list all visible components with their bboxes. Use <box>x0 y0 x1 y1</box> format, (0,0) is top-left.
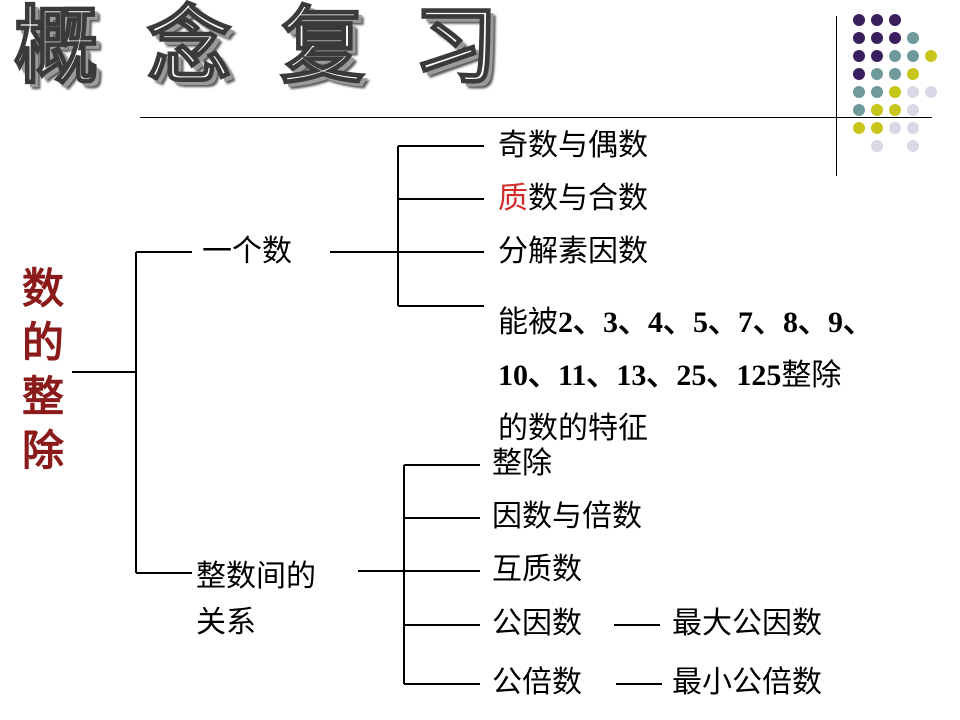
node-common-multiple: 公倍数 <box>492 665 582 700</box>
decorative-dot <box>889 32 901 44</box>
decorative-dot <box>907 68 919 80</box>
rule-line-1: 能被2、3、4、5、7、8、9、 <box>498 305 873 340</box>
root-char: 数 <box>21 264 64 313</box>
node-prime-factorization: 分解素因数 <box>498 234 648 269</box>
decorative-dot <box>871 50 883 62</box>
decorative-dot <box>907 122 919 134</box>
decorative-dot <box>889 50 901 62</box>
node-gcf: 最大公因数 <box>672 606 822 641</box>
node-common-factor: 公因数 <box>492 606 582 641</box>
node-text: 数与合数 <box>528 181 648 216</box>
decorative-dot <box>853 104 865 116</box>
decorative-dot <box>871 104 883 116</box>
decorative-dot <box>889 86 901 98</box>
decorative-dot <box>889 122 901 134</box>
node-coprime: 互质数 <box>492 552 582 587</box>
decorative-dot <box>871 122 883 134</box>
node-odd-even: 奇数与偶数 <box>498 128 648 163</box>
branch-single-number: 一个数 <box>202 234 292 269</box>
decorative-dot <box>853 50 865 62</box>
slide-title: 概 念 复 习 <box>13 0 508 95</box>
decorative-dot <box>925 86 937 98</box>
decorative-dot <box>871 68 883 80</box>
title-underline <box>140 117 932 118</box>
node-factor-multiple: 因数与倍数 <box>492 499 642 534</box>
decorative-dot <box>907 50 919 62</box>
decorative-dot <box>889 14 901 26</box>
decorative-dot <box>871 14 883 26</box>
node-divisibility-rules: 能被2、3、4、5、7、8、9、 10、11、13、25、125整除 的数的特征 <box>498 296 873 455</box>
corner-divider <box>836 16 837 176</box>
decorative-dot <box>889 68 901 80</box>
root-char: 整 <box>21 372 64 421</box>
root-char: 除 <box>21 426 64 475</box>
root-concept: 数 的 整 除 <box>18 262 68 478</box>
decorative-dot <box>925 50 937 62</box>
decorative-dot <box>907 140 919 152</box>
node-prime-composite: 质数与合数 <box>498 181 648 217</box>
decorative-dot <box>889 104 901 116</box>
decorative-dot <box>871 86 883 98</box>
branch-integer-relations: 整数间的 关系 <box>196 559 316 640</box>
decorative-dot <box>853 68 865 80</box>
decorative-dot <box>853 14 865 26</box>
decorative-dot <box>907 104 919 116</box>
divisor-list: 2、3、4、5、7、8、9、 <box>558 306 873 339</box>
rule-line-3: 的数的特征 <box>498 411 648 446</box>
decorative-dot <box>853 32 865 44</box>
accent-char: 质 <box>498 181 528 216</box>
decorative-dot <box>871 140 883 152</box>
decorative-dot <box>871 32 883 44</box>
decorative-dot-grid <box>853 14 943 154</box>
divisor-list: 10、11、13、25、125 <box>498 359 782 392</box>
decorative-dot <box>853 86 865 98</box>
root-char: 的 <box>21 318 64 367</box>
decorative-dot <box>907 86 919 98</box>
rule-line-2: 10、11、13、25、125整除 <box>498 358 842 393</box>
decorative-dot <box>907 32 919 44</box>
decorative-dot <box>853 122 865 134</box>
node-lcm: 最小公倍数 <box>672 665 822 700</box>
node-divisible: 整除 <box>492 446 552 481</box>
